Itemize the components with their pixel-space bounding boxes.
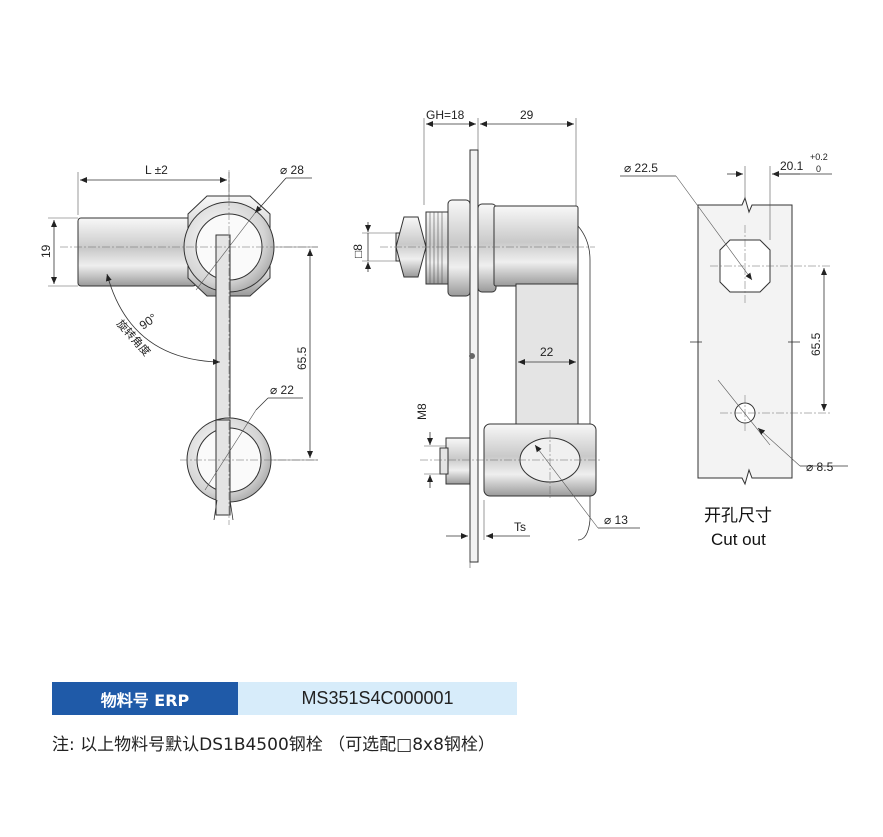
dim-width-cam: 22 [540, 345, 554, 359]
lock-body [77, 217, 197, 287]
dim-cutout-diameter: ⌀ 22.5 [624, 161, 658, 175]
dim-thread: M8 [415, 403, 429, 420]
dim-length: L ±2 [145, 163, 168, 177]
cutout-view: ⌀ 22.5 20.1 +0.2 0 65.5 ⌀ 8.5 开孔尺寸 Cut o… [620, 152, 848, 549]
side-view: GH=18 29 □8 22 M8 Ts ⌀ 13 [351, 108, 640, 568]
erp-bar: 物料号 ERP MS351S4C000001 [52, 682, 517, 715]
dim-cutout-hole: ⌀ 8.5 [806, 460, 834, 474]
dim-diameter-bolt: ⌀ 13 [604, 513, 628, 527]
dim-diameter-small: ⌀ 22 [270, 383, 294, 397]
dim-cutout-distance: 65.5 [809, 332, 823, 356]
dim-depth: 29 [520, 108, 534, 122]
dim-diameter-head: ⌀ 28 [280, 163, 304, 177]
dim-height: 19 [39, 244, 53, 258]
side-cylinder [493, 205, 579, 287]
dim-ts: Ts [514, 520, 526, 534]
cutout-label-en: Cut out [711, 530, 766, 549]
dim-cutout-offset: 20.1 [780, 159, 804, 173]
dim-rotation-angle: 90° [137, 310, 160, 332]
erp-label: 物料号 ERP [52, 682, 238, 715]
cutout-label-cn: 开孔尺寸 [704, 506, 772, 526]
dim-tolerance-upper: +0.2 [810, 152, 828, 162]
footnote: 注: 以上物料号默认DS1B4500钢栓 （可选配□8x8钢栓） [52, 735, 495, 755]
front-view: L ±2 19 ⌀ 28 90° 旋转角度 65.5 ⌀ 22 [39, 163, 318, 525]
technical-drawing: L ±2 19 ⌀ 28 90° 旋转角度 65.5 ⌀ 22 [39, 108, 848, 568]
dim-square: □8 [351, 244, 365, 258]
erp-value: MS351S4C000001 [238, 682, 517, 715]
dim-gh: GH=18 [426, 108, 465, 122]
side-cam [515, 283, 579, 425]
dim-tolerance-lower: 0 [816, 164, 821, 174]
dim-center-distance: 65.5 [295, 346, 309, 370]
